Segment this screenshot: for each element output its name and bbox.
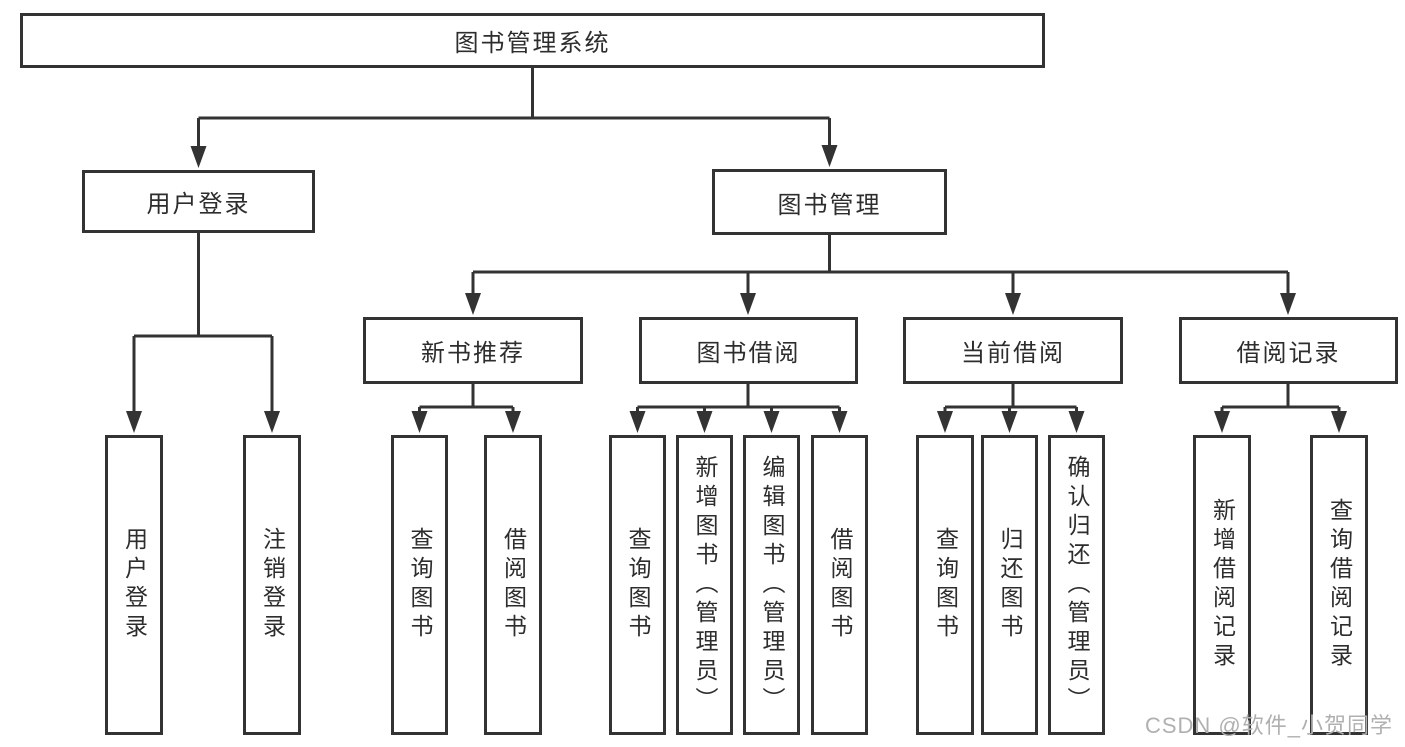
leaf-query-book-borrowing-label: 查询图书 <box>625 527 651 643</box>
arrowheads <box>126 145 1347 433</box>
arrowhead-borrow-book-recommend <box>505 411 521 433</box>
arrowhead-query-book-borrowing <box>629 411 646 433</box>
arrowhead-add-book-admin <box>696 411 713 433</box>
node-new-book-recommend: 新书推荐 <box>363 317 583 384</box>
leaf-query-book-recommend-label: 查询图书 <box>407 527 433 643</box>
leaf-query-book-recommend: 查询图书 <box>391 435 448 735</box>
node-book-borrowing-label: 图书借阅 <box>696 340 801 367</box>
arrowhead-confirm-return-admin <box>1068 411 1085 433</box>
arrowhead-book-management <box>821 145 838 167</box>
arrowhead-borrowing-records <box>1280 293 1296 315</box>
leaf-edit-book-admin-label: 编辑图书（管理员） <box>759 454 785 716</box>
leaf-return-book: 归还图书 <box>981 435 1038 735</box>
leaf-logout-label: 注销登录 <box>259 527 286 643</box>
node-borrowing-records-label: 借阅记录 <box>1236 340 1341 367</box>
arrowhead-query-borrow-record <box>1331 411 1347 433</box>
arrowhead-user-login <box>190 146 207 168</box>
leaf-logout: 注销登录 <box>243 435 301 735</box>
arrowhead-book-borrowing <box>740 293 756 315</box>
arrowhead-return-book <box>1001 411 1018 433</box>
leaf-user-login: 用户登录 <box>105 435 163 735</box>
arrowhead-query-book-recommend <box>411 411 428 433</box>
leaf-add-book-admin-label: 新增图书（管理员） <box>692 454 718 716</box>
arrowhead-query-book-current <box>937 411 953 433</box>
arrowhead-borrow-book-borrowing <box>831 411 848 433</box>
leaf-query-book-current-label: 查询图书 <box>932 527 959 643</box>
node-borrowing-records: 借阅记录 <box>1179 317 1398 384</box>
connector-borrowing-records-children <box>1220 384 1341 416</box>
leaf-confirm-return-admin-label: 确认归还（管理员） <box>1064 454 1090 716</box>
node-book-borrowing: 图书借阅 <box>639 317 858 384</box>
leaf-query-borrow-record: 查询借阅记录 <box>1310 435 1368 735</box>
node-book-management: 图书管理 <box>712 169 947 235</box>
leaf-confirm-return-admin: 确认归还（管理员） <box>1048 435 1105 735</box>
leaf-borrow-book-recommend: 借阅图书 <box>484 435 542 735</box>
node-current-borrowing-label: 当前借阅 <box>961 340 1065 367</box>
leaf-borrow-book-borrowing: 借阅图书 <box>811 435 868 735</box>
node-current-borrowing: 当前借阅 <box>903 317 1123 384</box>
node-root-label: 图书管理系统 <box>454 30 611 57</box>
node-user-login: 用户登录 <box>82 170 315 233</box>
arrowhead-new-book-recommend <box>465 293 481 315</box>
node-book-management-label: 图书管理 <box>777 191 882 219</box>
arrowhead-user-login-leaf <box>126 411 142 433</box>
leaf-query-borrow-record-label: 查询借阅记录 <box>1326 498 1353 672</box>
arrowhead-current-borrowing <box>1005 293 1021 315</box>
leaf-user-login-label: 用户登录 <box>121 527 148 643</box>
connector-user-login-children <box>132 233 274 416</box>
leaf-add-borrow-record-label: 新增借阅记录 <box>1209 498 1236 672</box>
leaf-query-book-current: 查询图书 <box>916 435 974 735</box>
leaf-add-borrow-record: 新增借阅记录 <box>1193 435 1251 735</box>
node-user-login-label: 用户登录 <box>146 191 251 218</box>
leaf-borrow-book-recommend-label: 借阅图书 <box>500 527 527 643</box>
leaf-query-book-borrowing: 查询图书 <box>609 435 666 735</box>
connector-root-children <box>197 68 831 151</box>
csdn-watermark: CSDN @软件_小贺同学 <box>1144 713 1393 738</box>
arrowhead-edit-book-admin <box>763 411 780 433</box>
leaf-add-book-admin: 新增图书（管理员） <box>676 435 733 735</box>
connector-book-management-children <box>471 235 1290 298</box>
connector-book-borrowing-children <box>636 384 841 416</box>
leaf-edit-book-admin: 编辑图书（管理员） <box>743 435 800 735</box>
leaf-return-book-label: 归还图书 <box>997 527 1023 643</box>
arrowhead-add-borrow-record <box>1214 411 1230 433</box>
connector-new-book-recommend-children <box>418 384 515 416</box>
node-new-book-recommend-label: 新书推荐 <box>421 340 525 367</box>
arrowhead-logout-leaf <box>264 411 280 433</box>
node-root: 图书管理系统 <box>20 13 1045 68</box>
leaf-borrow-book-borrowing-label: 借阅图书 <box>827 527 853 643</box>
